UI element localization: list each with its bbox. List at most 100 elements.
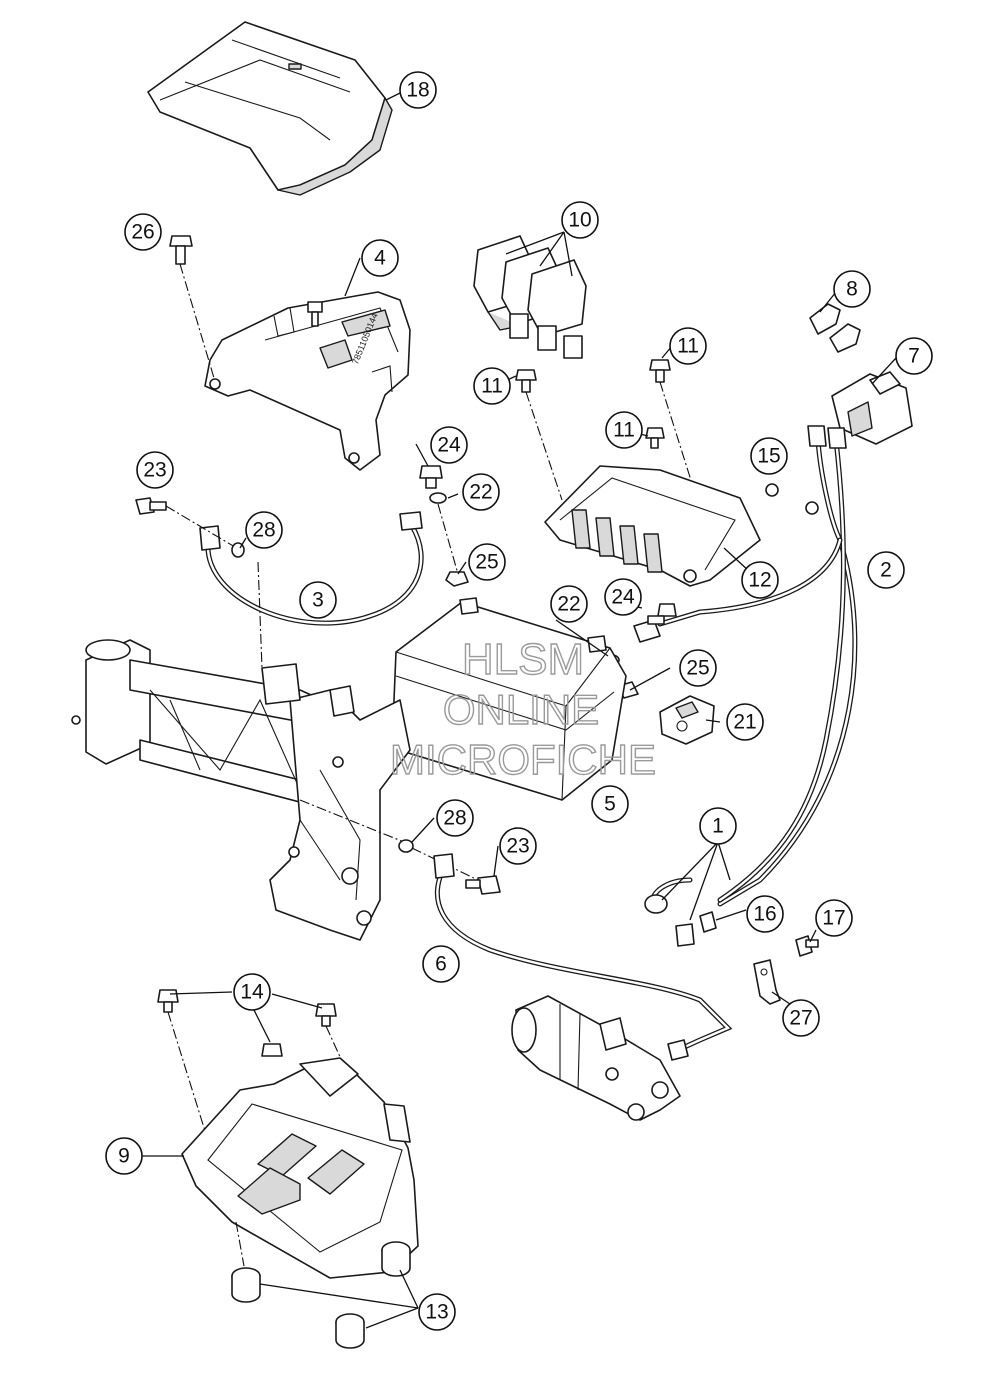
part-22-washer-top [429,492,447,504]
callout-6: 6 [422,945,460,983]
part-24-bolt-right [647,603,677,625]
bolt-axis-line [165,505,241,551]
callout-label: 2 [880,559,892,582]
callout-label: 5 [604,793,616,816]
part-10-relays [473,235,587,359]
callout-label: 11 [481,375,503,398]
callout-label: 9 [118,1145,130,1168]
part-24-bolt-top [419,465,443,489]
callout-label: 28 [252,519,275,542]
callout-label: 7 [908,345,920,368]
part-11-bolt-b [649,359,671,383]
callout-label: 12 [748,569,771,592]
part-9-battery-tray [181,1057,419,1279]
callout-label: 11 [677,335,699,358]
callout-4: 4 [361,239,399,277]
callout-11-upper-right: 11 [669,327,707,365]
bolt-axis-line [525,391,563,501]
callout-17: 17 [815,899,853,937]
callout-label: 13 [425,1301,448,1324]
part-13-rubber-mount-a [231,1267,261,1303]
part-25-nut-top [445,571,469,587]
callout-27: 27 [782,999,820,1037]
callout-label: 15 [757,445,780,468]
callout-24-upper: 24 [430,426,468,464]
callout-10: 10 [561,201,599,239]
part-5-battery [391,597,627,801]
callout-label: 16 [753,903,776,926]
callout-13: 13 [418,1293,456,1331]
callout-label: 6 [435,953,447,976]
callout-label: 27 [789,1007,812,1030]
leader-lines [142,91,897,1329]
part-14-bolt-a [157,989,179,1013]
callout-21: 21 [726,703,764,741]
callout-1: 1 [699,807,737,845]
callout-7: 7 [895,337,933,375]
callout-label: 24 [437,434,461,457]
callout-label: 25 [475,551,498,574]
callout-15: 15 [750,437,788,475]
callout-23-upper: 23 [136,451,174,489]
callout-label: 4 [374,247,386,270]
callout-label: 25 [686,657,709,680]
callout-9: 9 [105,1137,143,1175]
callout-26: 26 [124,213,162,251]
callout-22-upper: 22 [462,473,500,511]
callout-label: 23 [506,835,529,858]
bracket-bolt [307,301,323,327]
callout-11-middle: 11 [605,411,643,449]
callout-label: 14 [240,981,264,1004]
callout-28-lower: 28 [436,799,474,837]
callout-22-right: 22 [550,585,588,623]
part-15-nuts [765,483,819,515]
callout-label: 22 [557,593,580,616]
part-13-rubber-mount-b [381,1241,411,1277]
callout-11-left: 11 [473,367,511,405]
part-14-bolt-c [261,1043,283,1057]
watermark-line-3: MICROFICHE [390,736,656,783]
part-12-relay-holder [544,465,761,587]
callout-label: 17 [822,907,845,930]
callout-8: 8 [833,270,871,308]
frame-section [71,639,411,941]
callout-label: 1 [712,815,724,838]
part-8-fuses [809,303,861,353]
callout-12: 12 [741,561,779,599]
callout-label: 22 [469,481,492,504]
watermark-line-1: HLSM [462,635,584,684]
callout-24-right: 24 [604,578,642,616]
callout-25-right: 25 [679,649,717,687]
part-13-rubber-mount-c [335,1313,365,1349]
part-21-terminal-cover [659,695,715,745]
starter-motor [511,995,681,1121]
callout-23-lower: 23 [499,827,537,865]
part-3-ground-cable [199,511,424,626]
callout-label: 23 [143,459,166,482]
part-4-mounting-bracket: 78511050144 [204,291,411,471]
part-17-bolt [795,935,819,957]
part-23-bolt-lower [465,875,501,895]
frame-axis-line [257,561,263,669]
callout-label: 26 [131,221,154,244]
part-18-battery-cover [147,21,393,196]
part-2-cables [717,425,858,907]
part-6-starter-cable [433,853,733,1061]
callout-label: 24 [611,586,635,609]
callout-label: 10 [568,209,591,232]
part-28-washer-lower [398,839,414,853]
part-1-positive-cable [644,877,695,947]
callout-label: 11 [613,419,635,442]
part-23-bolt-upper [135,497,167,515]
bolt-axis-line [437,503,459,575]
callout-5: 5 [591,785,629,823]
watermark: HLSM ONLINE MICROFICHE [389,634,656,783]
callout-label: 3 [312,589,324,612]
callout-28-upper: 28 [245,511,283,549]
callout-2: 2 [867,551,905,589]
part-26-bolt [169,235,193,265]
part-7-starter-relay [831,371,913,445]
mount-axis-line [235,1221,245,1267]
callout-label: 8 [846,278,858,301]
